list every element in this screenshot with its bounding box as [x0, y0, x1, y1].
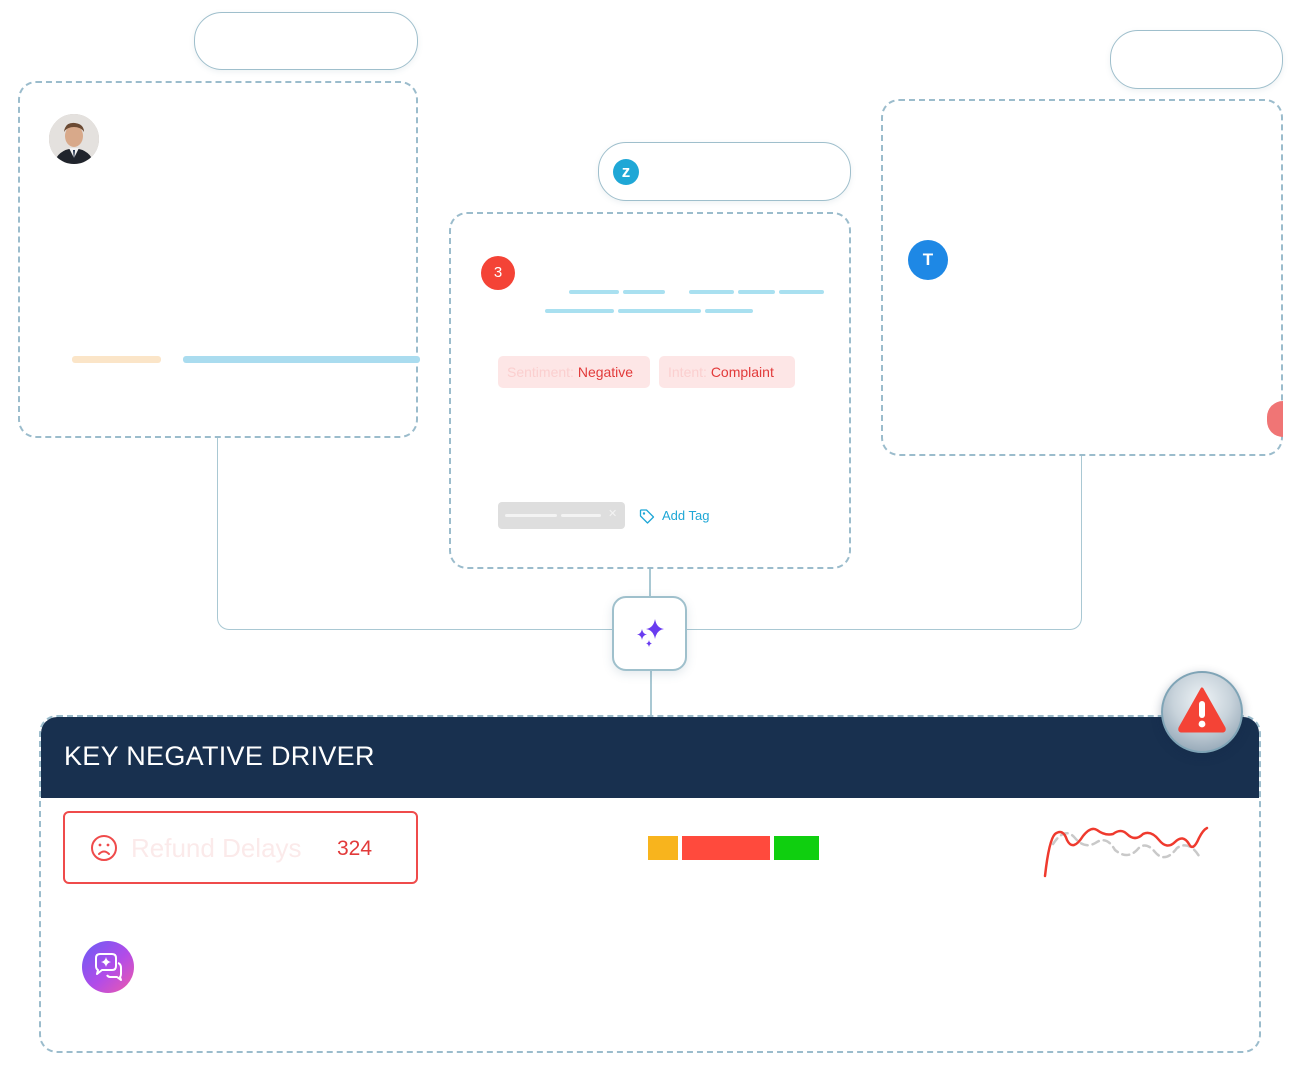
panel-title: KEY NEGATIVE DRIVER	[64, 741, 375, 771]
connector-left	[217, 437, 651, 630]
placeholder-line	[545, 309, 614, 313]
tag-value: Negative	[577, 364, 634, 380]
person-photo-icon	[49, 114, 99, 164]
right-card: T	[881, 99, 1283, 456]
sad-face-icon	[91, 835, 117, 861]
tag-icon	[639, 509, 655, 524]
agent-header-pill	[194, 12, 418, 70]
connector-right	[650, 455, 1082, 630]
distribution-bar-segment	[648, 836, 678, 860]
placeholder-line	[505, 514, 557, 517]
existing-tag-chip[interactable]: ✕	[498, 502, 625, 529]
tag-value: Complaint	[710, 364, 774, 380]
red-indicator-icon	[1267, 401, 1283, 437]
add-tag-button[interactable]: Add Tag	[639, 506, 709, 526]
intent-tag[interactable]: Intent: Complaint	[659, 356, 795, 388]
right-header-pill	[1110, 30, 1283, 89]
ai-sparkle-button[interactable]	[612, 596, 687, 671]
driver-row[interactable]: Refund Delays 324	[63, 811, 418, 884]
placeholder-line-orange	[72, 356, 161, 363]
tag-key: Sentiment:	[507, 364, 574, 380]
placeholder-line	[623, 290, 665, 294]
alert-badge	[1161, 671, 1243, 753]
zendesk-source-pill: z	[598, 142, 851, 201]
placeholder-line	[561, 514, 601, 517]
remove-tag-icon[interactable]: ✕	[608, 508, 618, 520]
chat-sparkle-icon	[95, 953, 122, 981]
connector-top	[649, 567, 651, 597]
tag-key: Intent:	[668, 364, 707, 380]
placeholder-line	[569, 290, 619, 294]
placeholder-line	[705, 309, 753, 313]
sparkle-icon	[637, 619, 664, 647]
driver-count: 324	[337, 837, 373, 860]
ticket-card: 3 Sentiment: Negative Intent: Complaint …	[449, 212, 851, 569]
distribution-bar-segment	[682, 836, 770, 860]
warning-triangle-icon	[1178, 687, 1226, 733]
trend-sparkline	[1043, 826, 1209, 878]
connector-bottom	[650, 670, 652, 718]
placeholder-line	[779, 290, 824, 294]
sentiment-tag[interactable]: Sentiment: Negative	[498, 356, 650, 388]
user-initial-avatar: T	[908, 240, 948, 280]
avatar	[49, 114, 99, 164]
key-negative-driver-panel: KEY NEGATIVE DRIVER Refund Delays 324	[39, 715, 1261, 1053]
zendesk-logo-icon: z	[613, 159, 639, 185]
add-tag-label: Add Tag	[662, 508, 710, 523]
distribution-bar-segment	[774, 836, 819, 860]
driver-label: Refund Delays	[131, 833, 302, 863]
panel-header: KEY NEGATIVE DRIVER	[41, 717, 1259, 798]
agent-card	[18, 81, 420, 438]
placeholder-line-blue	[183, 356, 420, 363]
placeholder-line	[618, 309, 701, 313]
placeholder-line	[738, 290, 775, 294]
placeholder-line	[689, 290, 734, 294]
ai-chat-assistant-button[interactable]	[82, 941, 134, 993]
ticket-count-badge: 3	[481, 256, 515, 290]
